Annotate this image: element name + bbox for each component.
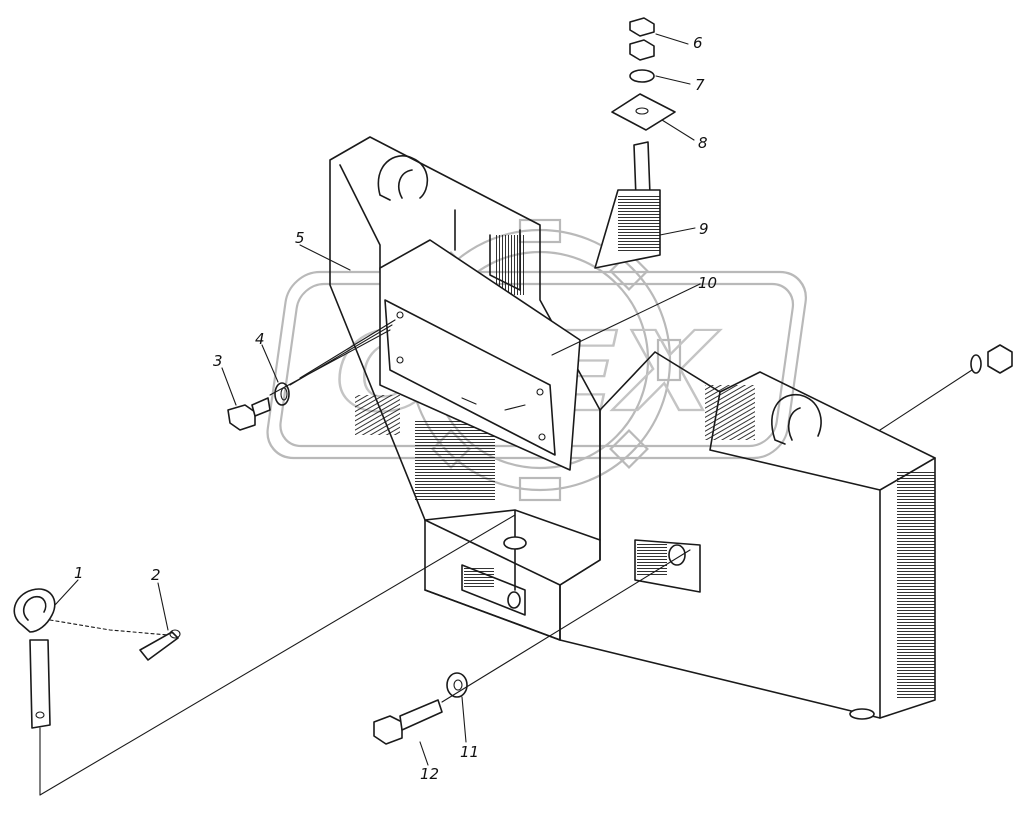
callout-1: 1 xyxy=(74,564,84,582)
bolt-3-shank xyxy=(251,397,271,417)
right-top-hatch xyxy=(705,385,755,440)
center-hatch-lower xyxy=(415,420,495,500)
washer-7 xyxy=(629,69,655,83)
pin-ring-inner xyxy=(22,595,47,621)
leader-8 xyxy=(661,119,695,141)
assembly-lines xyxy=(39,33,701,796)
part-3-bolt xyxy=(227,397,271,431)
right-block-hatch xyxy=(897,470,935,700)
lower-box xyxy=(424,519,561,641)
left-plate-inner xyxy=(339,164,381,271)
callout-8: 8 xyxy=(698,134,708,152)
leader-7 xyxy=(655,75,691,85)
left-plate-hatch xyxy=(355,395,400,435)
right-nut xyxy=(987,344,1013,374)
leader-9 xyxy=(659,227,696,236)
plate-8-hole xyxy=(635,107,649,115)
bolt-12-head xyxy=(373,715,403,745)
right-nut-washer xyxy=(879,344,1013,431)
leader-6 xyxy=(655,33,689,45)
pin-hole xyxy=(35,711,45,719)
washer-11-inner xyxy=(453,679,463,691)
leader-12 xyxy=(419,741,429,766)
pin-ring xyxy=(13,588,56,633)
callout-7: 7 xyxy=(695,76,705,94)
right-nut-axis xyxy=(879,369,973,431)
right-washer xyxy=(970,354,982,374)
front-slot-hole xyxy=(507,591,521,609)
callout-12: 12 xyxy=(420,765,439,783)
leader-3 xyxy=(221,367,237,406)
callout-2: 2 xyxy=(151,566,161,584)
plate-rivet-4 xyxy=(538,433,546,441)
callout-9: 9 xyxy=(699,220,709,238)
bolt-12-axis xyxy=(441,549,691,703)
callout-10: 10 xyxy=(698,274,717,292)
front-slot xyxy=(461,564,526,616)
side-pocket xyxy=(634,539,701,593)
plate-rivet-2 xyxy=(536,388,544,396)
plate-8 xyxy=(611,93,676,131)
washer-4 xyxy=(274,382,290,406)
cotter-body xyxy=(139,631,179,661)
plate-rivet-3 xyxy=(396,356,404,364)
lower-step xyxy=(424,509,601,591)
leader-2 xyxy=(157,582,169,631)
callout-6: 6 xyxy=(693,34,703,52)
center-hatch-top xyxy=(495,235,525,295)
washer-11 xyxy=(446,672,468,698)
front-slot-hatch xyxy=(464,567,494,587)
counterweight-body xyxy=(329,136,936,720)
leader-11 xyxy=(461,696,467,743)
nut-6-top xyxy=(629,17,655,37)
left-lifting-hook xyxy=(377,155,429,201)
cotter-head xyxy=(169,629,181,639)
plate-rivet-1 xyxy=(396,311,404,319)
pin-to-hole-line xyxy=(39,514,516,796)
nameplate-bracket xyxy=(379,239,581,471)
callout-11: 11 xyxy=(460,743,479,761)
foot-pad xyxy=(849,708,875,720)
callout-4: 4 xyxy=(255,330,265,348)
top-bolt-hole xyxy=(503,536,527,550)
pin-shaft xyxy=(29,639,51,729)
bolt-3-head xyxy=(227,404,256,431)
right-lifting-hook xyxy=(771,393,822,445)
callouts: 1 2 3 4 5 6 7 8 9 10 11 12 xyxy=(74,34,717,783)
pin-chain xyxy=(49,619,169,636)
wedge-9-hatch xyxy=(618,195,660,253)
bottom-bolt-assembly xyxy=(373,549,691,745)
bolt-12-shank xyxy=(399,699,443,731)
part-2-cotter xyxy=(139,629,181,661)
stud-assembly xyxy=(594,17,676,269)
part-1-pin xyxy=(13,588,169,729)
callout-5: 5 xyxy=(295,229,305,247)
nut-6-bottom xyxy=(629,39,655,61)
plate-leaders xyxy=(269,319,396,396)
plate-marking xyxy=(461,397,526,411)
leader-10 xyxy=(551,283,701,356)
side-pocket-hatch xyxy=(637,542,667,577)
leader-1 xyxy=(54,579,79,606)
callout-3: 3 xyxy=(213,352,223,370)
watermark-frame xyxy=(266,270,807,460)
nameplate-10 xyxy=(384,299,556,456)
leader-4 xyxy=(261,344,279,383)
leader-5 xyxy=(299,244,351,271)
